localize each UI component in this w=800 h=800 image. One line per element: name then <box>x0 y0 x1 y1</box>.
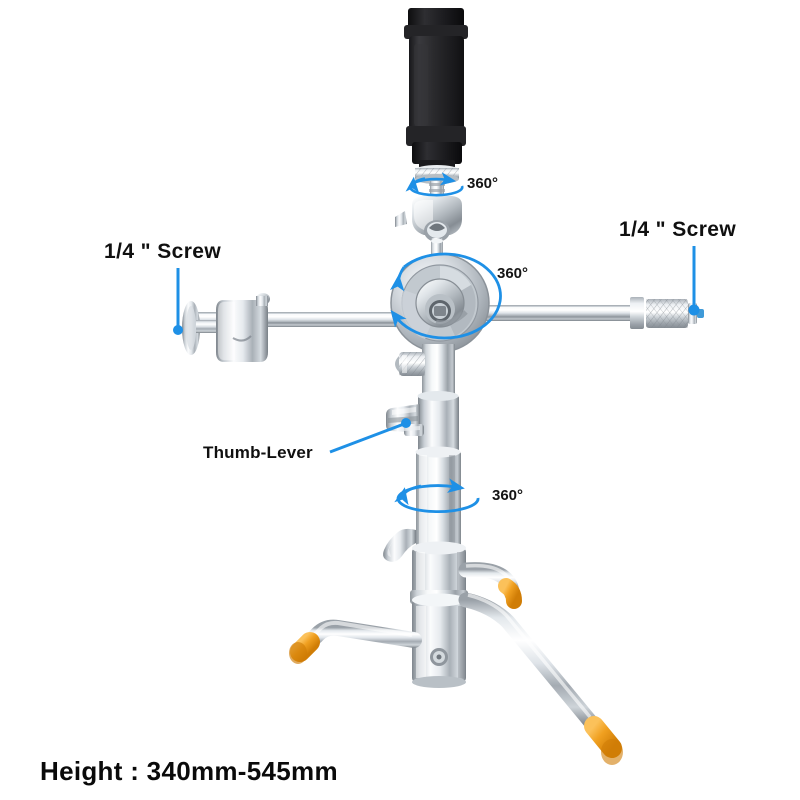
ball-head-joint <box>395 196 462 260</box>
rotation-indicator-middle <box>389 252 502 340</box>
tripod-leg-hub <box>383 528 468 688</box>
callout-screw-right: 1/4 " Screw <box>619 218 737 241</box>
rosette-locking-disc <box>390 253 490 353</box>
phone-holder-clamp <box>404 8 468 168</box>
rotation-indicator-bottom <box>394 478 480 514</box>
leader-line-thumb-lever <box>329 418 411 454</box>
rotation-label-top: 360° <box>467 175 499 192</box>
column-lock-knob <box>395 352 425 376</box>
rotation-label-middle: 360° <box>497 265 529 282</box>
leader-line-screw-right <box>688 246 700 316</box>
tripod-leg-rear <box>458 562 522 609</box>
height-spec-label: Height : 340mm-545mm <box>40 756 338 786</box>
callout-thumb-lever: Thumb-Lever <box>203 443 313 462</box>
tripod-leg-right <box>458 592 623 765</box>
rotation-label-bottom: 360° <box>492 487 524 504</box>
leader-line-screw-left <box>173 268 183 335</box>
disc-head-screw <box>182 293 270 362</box>
rotation-indicator-top <box>405 172 464 197</box>
callout-screw-left: 1/4 " Screw <box>104 240 222 263</box>
center-column <box>415 344 461 550</box>
tripod-leg-left <box>289 619 422 664</box>
